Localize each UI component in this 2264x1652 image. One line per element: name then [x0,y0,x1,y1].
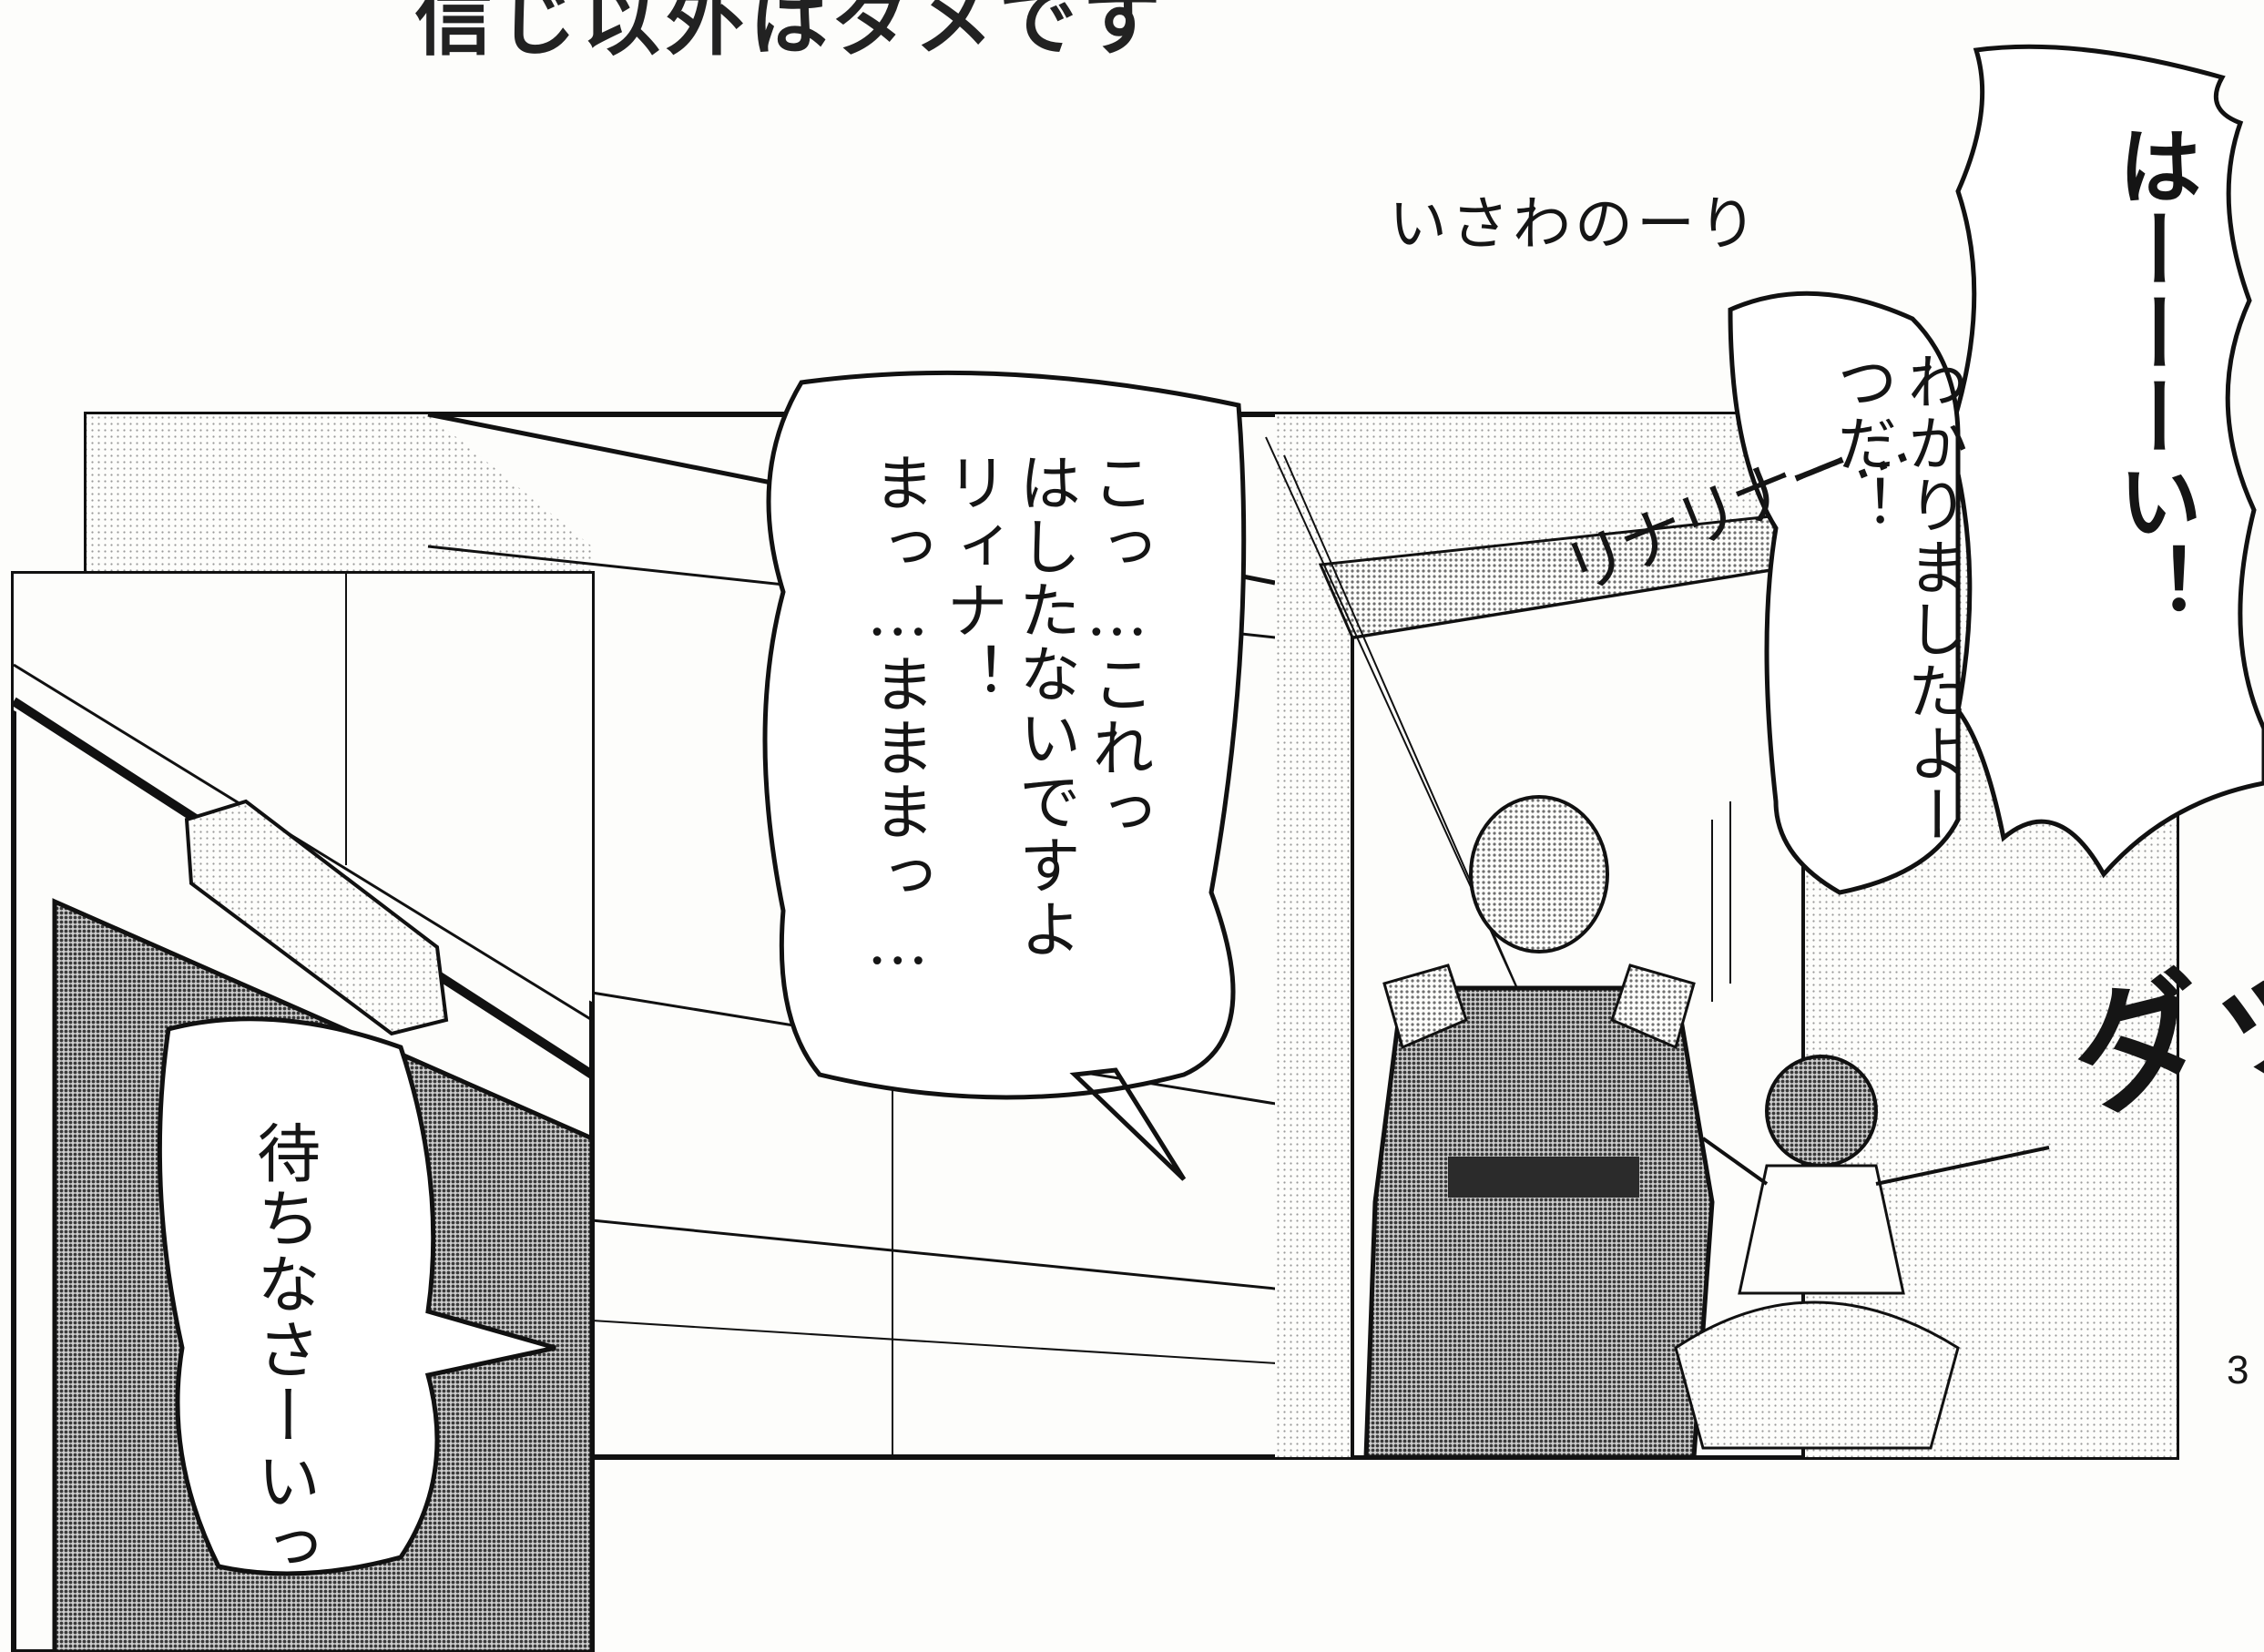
sfx-isawa-text: いさわのーり [1389,191,1760,259]
right-shout-bubble [1946,44,2264,879]
running-girl-figure [1674,1055,2050,1450]
right-reply-bubble [1728,291,1961,895]
top-title-strip: 信じ以外はダメです [414,0,1167,66]
left-speech-bubble [157,1016,556,1576]
center-speech-bubble [762,370,1247,1181]
right-shout-text: はーーーい！ [2104,123,2203,626]
right-reply-text: わかりましたよー つだ！ [1826,351,1968,846]
uniformed-man-figure [1363,795,1715,1460]
center-bubble-text: こっ…これっ はしたないですよ リィナ！ まっ…まままっ… [862,451,1153,981]
page-number: 3 [2227,1348,2249,1392]
left-bubble-text: 待ちなさーいっ [246,1120,321,1579]
